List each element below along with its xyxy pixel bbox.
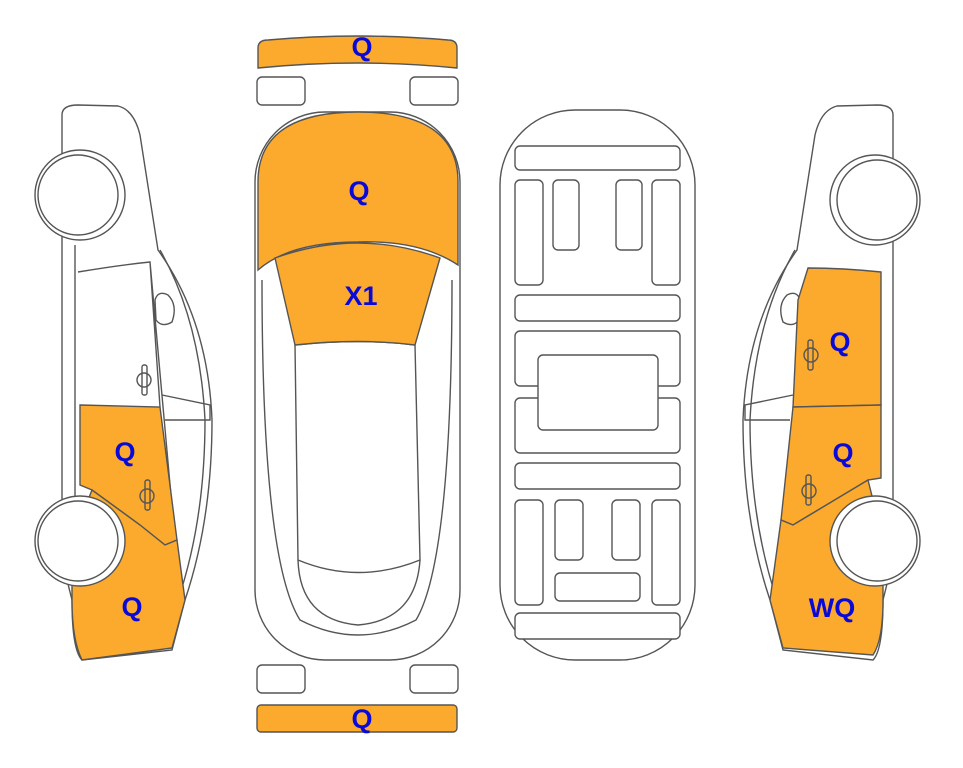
hood-panel[interactable] <box>257 111 459 272</box>
right-front-door-panel[interactable] <box>792 267 882 408</box>
windshield-damage-code: X1 <box>344 281 377 311</box>
hood-damage-code: Q <box>348 176 369 206</box>
windshield-panel[interactable] <box>274 242 441 346</box>
top-view <box>254 35 461 733</box>
front-bumper-damage-code: Q <box>351 32 372 62</box>
left-front-door-damage-code: Q <box>114 437 135 467</box>
left-front-fender-damage-code: Q <box>121 592 142 622</box>
underside-view <box>499 109 696 661</box>
right-rear-fender-damage-code: WQ <box>809 593 856 623</box>
rear-bumper-damage-code: Q <box>351 704 372 734</box>
front-bumper-panel[interactable] <box>257 35 458 69</box>
right-front-door-damage-code: Q <box>829 327 850 357</box>
left-side-view <box>34 104 213 661</box>
rear-bumper-panel[interactable] <box>256 704 458 733</box>
right-rear-door-damage-code: Q <box>832 438 853 468</box>
right-side-view <box>742 104 921 661</box>
